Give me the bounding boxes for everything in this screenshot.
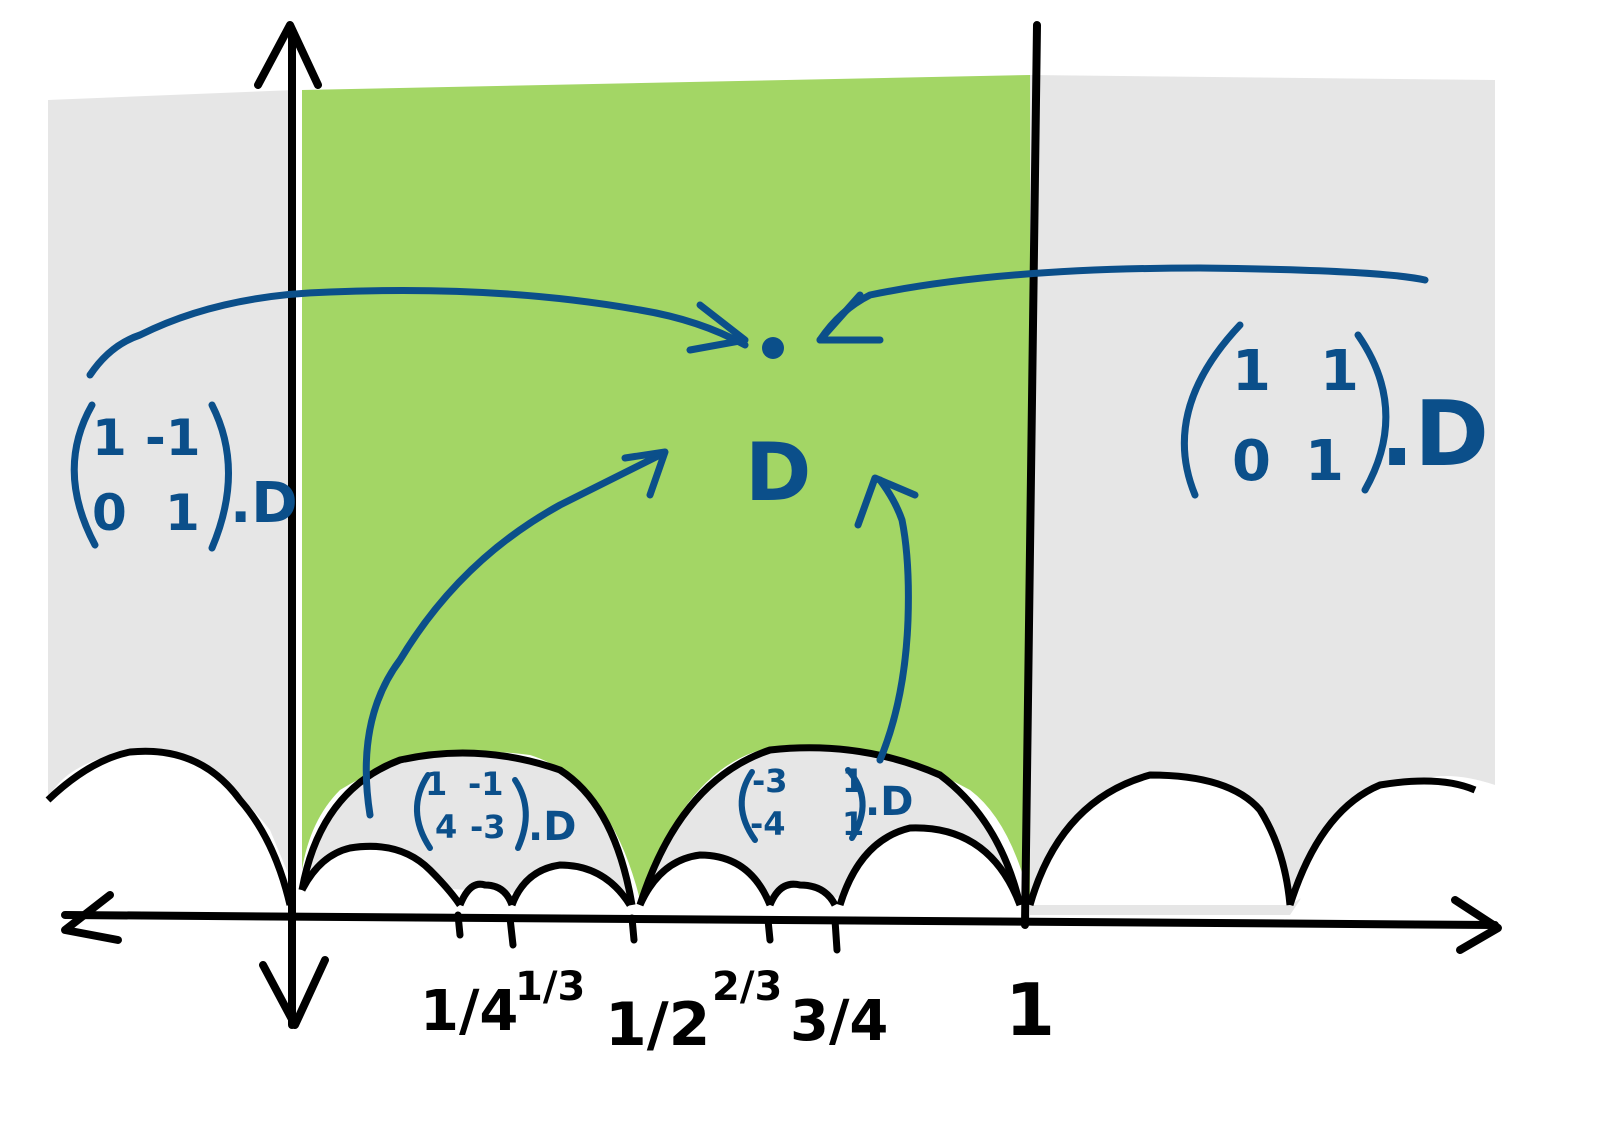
- tick-quarter: [454, 911, 464, 939]
- arc-zero-quarter: [298, 842, 463, 907]
- matrix-arc-left: 1 -1 4 -3 .D: [414, 765, 576, 851]
- matrix-arc-right-r2c1: -4: [750, 805, 786, 843]
- matrix-right-bracket-open: [1180, 321, 1244, 499]
- shaded-region-right: [1030, 75, 1495, 915]
- y-axis-arrow-down: [259, 956, 329, 1029]
- fundamental-domain-label: D: [745, 426, 811, 519]
- matrix-right-suffix: .D: [1380, 382, 1489, 487]
- matrix-left-r1c1: 1: [92, 409, 127, 467]
- matrix-arc-left-r2c2: -3: [470, 808, 506, 846]
- x-axis: [61, 911, 1499, 929]
- matrix-right-bracket-close: [1354, 331, 1390, 494]
- label-quarter: 1/4: [420, 979, 518, 1044]
- matrix-left: 1 -1 0 1 .D: [70, 401, 298, 552]
- matrix-arc-right-suffix: .D: [865, 779, 913, 825]
- matrix-right: 1 1 0 1 .D: [1180, 321, 1489, 499]
- tick-half: [628, 914, 638, 944]
- arrow-from-left-translate: [86, 286, 749, 379]
- x-axis-arrow-left: [61, 891, 122, 944]
- matrix-left-r1c2: -1: [145, 409, 201, 467]
- tick-marks: [454, 911, 841, 954]
- semicircle-arcs: [45, 744, 1477, 907]
- matrix-arc-left-bracket-open: [414, 772, 433, 851]
- label-one: 1: [1005, 968, 1055, 1052]
- tick-two-thirds: [764, 916, 774, 944]
- y-axis-arrow-up: [254, 21, 322, 89]
- arc-half-one: [636, 744, 1024, 907]
- arrowhead-left-translate: [686, 301, 749, 354]
- label-three-quarters: 3/4: [790, 989, 888, 1054]
- arc-half-twothirds: [636, 851, 774, 907]
- label-third: 1/3: [515, 964, 585, 1010]
- matrix-arc-left-bracket-close: [512, 777, 529, 851]
- label-half: 1/2: [605, 990, 710, 1060]
- arrowhead-right-translate: [816, 291, 884, 344]
- shaded-region-left: [48, 90, 295, 890]
- axes: [61, 21, 1502, 1029]
- fixed-point-dot: [762, 337, 784, 359]
- arrowhead-arc-left: [621, 448, 669, 499]
- matrix-left-bracket-open: [70, 401, 99, 549]
- matrix-left-bracket-close: [208, 401, 232, 552]
- x-axis-arrow-right: [1451, 896, 1502, 954]
- arc-far-left: [45, 747, 294, 906]
- matrix-arc-right-r1c1: -3: [752, 762, 788, 800]
- matrix-arc-left-suffix: .D: [528, 804, 576, 850]
- arc-twothirds-threequarters: [766, 880, 839, 907]
- arrowhead-arc-right: [854, 474, 919, 529]
- matrix-arc-left-r2c1: 4: [435, 808, 457, 846]
- matrix-left-suffix: .D: [230, 471, 298, 536]
- vertical-line-at-one: [1021, 21, 1041, 929]
- matrix-left-r2c2: 1: [165, 484, 200, 542]
- matrix-right-r2c2: 1: [1305, 429, 1344, 494]
- arc-quarter-third: [456, 880, 516, 907]
- arrows: [86, 264, 1429, 819]
- matrix-arc-left-r1c1: 1: [425, 765, 447, 803]
- arc-zero-half: [298, 749, 636, 906]
- axis-labels: 1/4 1/3 1/2 2/3 3/4 1: [420, 964, 1055, 1060]
- matrix-arc-right-bracket-open: [738, 769, 758, 843]
- matrix-left-r2c1: 0: [92, 484, 127, 542]
- tick-three-quarters: [831, 916, 841, 954]
- arrow-from-arc-left: [362, 451, 664, 819]
- tick-third: [506, 914, 517, 949]
- arc-one-right: [1026, 771, 1294, 906]
- matrix-arc-left-r1c2: -1: [468, 765, 504, 803]
- arrow-from-right-translate: [816, 264, 1429, 344]
- matrix-arc-right: -3 1 -4 1 .D: [738, 762, 913, 843]
- matrix-right-r2c1: 0: [1232, 429, 1271, 494]
- label-two-thirds: 2/3: [712, 964, 782, 1010]
- matrix-right-r1c1: 1: [1232, 339, 1271, 404]
- arc-third-half: [508, 861, 633, 907]
- arrow-from-arc-right: [876, 476, 912, 764]
- matrix-right-r1c2: 1: [1320, 339, 1359, 404]
- fundamental-domain-strip: [302, 75, 1030, 900]
- arc-threequarters-one: [836, 824, 1024, 907]
- matrix-arc-right-bracket-close: [845, 767, 866, 841]
- arc-far-right: [1286, 777, 1477, 907]
